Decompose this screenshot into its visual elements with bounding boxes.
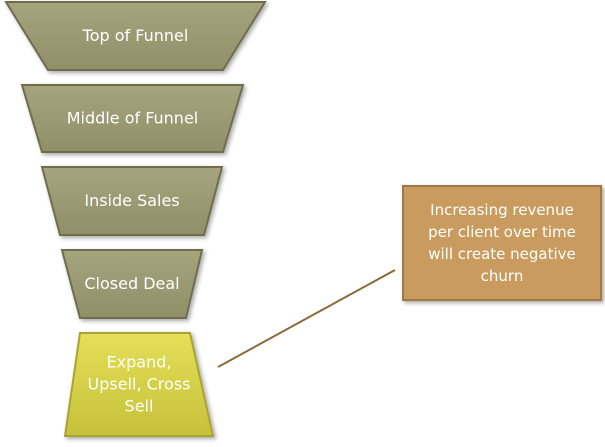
funnel-stage-shape	[60, 249, 204, 319]
funnel-stage-label-line: Closed Deal	[84, 274, 179, 293]
funnel-stage-shape	[40, 166, 224, 236]
funnel-stage-label-line: Middle of Funnel	[67, 108, 198, 127]
funnel-stage-shape	[63, 332, 215, 437]
funnel-stage-label: Inside Sales	[84, 191, 179, 210]
funnel-stage-4: Closed Deal	[60, 249, 204, 319]
funnel-stage-label-line: Sell	[125, 396, 154, 415]
funnel-stage-2: Middle of Funnel	[20, 84, 245, 153]
callout-box: Increasing revenue per client over time …	[402, 185, 602, 301]
funnel-stage-label: Closed Deal	[84, 274, 179, 293]
funnel-stage-label: Middle of Funnel	[67, 108, 198, 127]
funnel-stage-3: Inside Sales	[40, 166, 224, 236]
callout-connector-line	[217, 269, 396, 368]
funnel-stage-label-line: Upsell, Cross	[88, 374, 191, 393]
funnel-stage-shape	[20, 84, 245, 153]
funnel-stage-label-line: Expand,	[107, 352, 172, 371]
funnel-stage-label-line: Inside Sales	[84, 191, 179, 210]
funnel-stage-label: Top of Funnel	[82, 26, 189, 45]
funnel-stage-label-line: Top of Funnel	[82, 26, 189, 45]
funnel-stage-shape	[4, 0, 267, 71]
funnel-stage-1: Top of Funnel	[4, 0, 267, 71]
callout-text: Increasing revenue per client over time …	[428, 201, 576, 285]
